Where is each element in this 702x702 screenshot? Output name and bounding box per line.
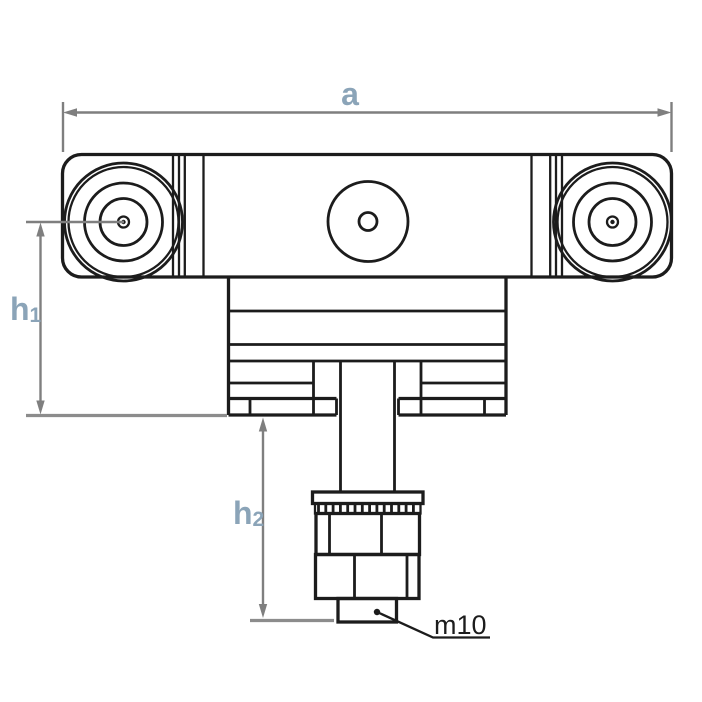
h1-base: h bbox=[10, 291, 30, 327]
collar-plate bbox=[310, 490, 425, 506]
right-roller-axle-dot bbox=[610, 219, 615, 225]
dimension-h2: h2 bbox=[233, 417, 334, 623]
thread-label: m10 bbox=[434, 610, 487, 640]
arrow-up-icon bbox=[258, 417, 268, 432]
block-step-lines bbox=[228, 309, 506, 363]
hex-nut bbox=[313, 552, 421, 601]
center-hub-circle bbox=[326, 180, 410, 263]
block-bottom-flange-lines bbox=[228, 396, 506, 417]
arrow-down-icon bbox=[258, 604, 268, 618]
block-side-edges bbox=[226, 277, 508, 415]
h1-subscript: 1 bbox=[30, 304, 42, 327]
dim-h1-label: h1 bbox=[10, 291, 42, 327]
clamp-assembly bbox=[310, 490, 425, 624]
h2-base: h bbox=[233, 495, 253, 531]
block-bottom-flange-dividers bbox=[248, 398, 486, 415]
clamp-body bbox=[314, 511, 422, 557]
knurl-ticks bbox=[317, 504, 415, 513]
center-hub-hole bbox=[357, 211, 379, 232]
arrow-up-icon bbox=[36, 222, 45, 237]
right-roller-mid-ring bbox=[572, 181, 653, 263]
body-segment-lines bbox=[171, 155, 564, 277]
center-hub bbox=[326, 180, 410, 263]
block-slot-walls bbox=[312, 361, 423, 415]
h2-subscript: 2 bbox=[253, 508, 265, 531]
shaft bbox=[339, 361, 396, 492]
shaft-walls bbox=[339, 361, 396, 492]
thread-stub bbox=[336, 596, 399, 624]
right-roller-inner-ring bbox=[587, 197, 638, 247]
right-roller-rim bbox=[556, 165, 669, 279]
mounting-block bbox=[226, 277, 508, 417]
dim-a-label: a bbox=[341, 76, 359, 112]
right-roller-outer-ring bbox=[552, 161, 673, 283]
arrow-down-icon bbox=[36, 400, 45, 415]
thread-callout: m10 bbox=[373, 608, 490, 640]
leader-line bbox=[376, 610, 490, 639]
hex-nut-facets bbox=[353, 554, 409, 599]
dimension-a: a bbox=[61, 76, 673, 152]
right-roller-hub bbox=[605, 215, 620, 229]
arrow-left-icon bbox=[63, 108, 77, 117]
arrow-right-icon bbox=[657, 108, 672, 117]
dim-h2-label: h2 bbox=[233, 495, 264, 531]
clamp-body-facets bbox=[328, 513, 383, 555]
right-roller bbox=[552, 161, 673, 283]
dimension-h1: h1 bbox=[10, 220, 227, 418]
